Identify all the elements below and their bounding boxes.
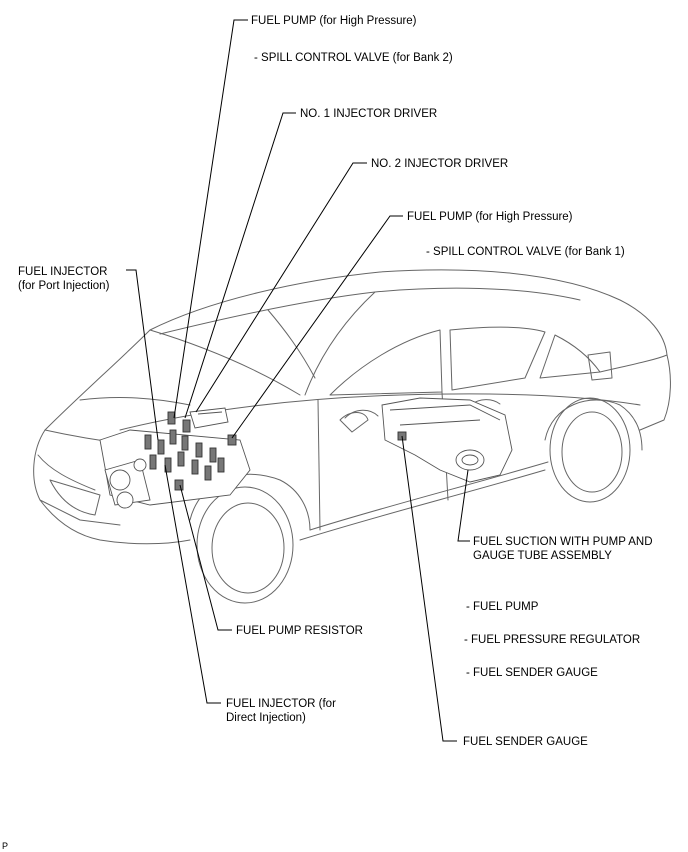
leader-direct-injector xyxy=(164,464,221,704)
label-port-injector-line1: FUEL INJECTOR xyxy=(18,266,107,278)
fuel-injectors-cluster xyxy=(144,411,237,491)
label-spill-valve-bank2: - SPILL CONTROL VALVE (for Bank 2) xyxy=(254,52,453,64)
leader-port-injector xyxy=(126,269,159,441)
label-fuel-pump-bank2: FUEL PUMP (for High Pressure) xyxy=(251,15,417,27)
fuel-tank-assembly xyxy=(381,397,513,483)
label-direct-injector-line2: Direct Injection) xyxy=(226,712,306,724)
label-sub-fuel-pump: - FUEL PUMP xyxy=(466,601,539,613)
leader-lines xyxy=(126,19,470,742)
label-injector-driver-2: NO. 2 INJECTOR DRIVER xyxy=(371,158,508,170)
label-sender-gauge: FUEL SENDER GAUGE xyxy=(463,736,588,748)
leader-pump-resistor xyxy=(179,484,232,631)
label-spill-valve-bank1: - SPILL CONTROL VALVE (for Bank 1) xyxy=(426,246,625,258)
leader-fuel-pump-bank1 xyxy=(231,215,403,439)
corner-mark: P xyxy=(2,841,8,851)
label-sub-pressure-regulator: - FUEL PRESSURE REGULATOR xyxy=(464,634,640,646)
label-suction-line1: FUEL SUCTION WITH PUMP AND xyxy=(473,536,653,548)
label-pump-resistor: FUEL PUMP RESISTOR xyxy=(236,625,363,637)
leader-suction-assembly xyxy=(457,469,470,542)
leader-injector-driver-2 xyxy=(195,162,367,413)
label-injector-driver-1: NO. 1 INJECTOR DRIVER xyxy=(300,108,437,120)
leader-sender-gauge xyxy=(401,435,457,742)
label-fuel-pump-bank1: FUEL PUMP (for High Pressure) xyxy=(407,211,573,223)
label-suction-line2: GAUGE TUBE ASSEMBLY xyxy=(473,550,612,562)
callout-labels: FUEL PUMP (for High Pressure) - SPILL CO… xyxy=(2,15,653,851)
leader-injector-driver-1 xyxy=(184,112,296,419)
engine-assembly xyxy=(99,407,251,509)
label-sub-sender-gauge: - FUEL SENDER GAUGE xyxy=(466,667,598,679)
label-direct-injector-line1: FUEL INJECTOR (for xyxy=(226,698,336,710)
leader-fuel-pump-bank2 xyxy=(173,19,248,419)
label-port-injector-line2: (for Port Injection) xyxy=(18,280,110,292)
